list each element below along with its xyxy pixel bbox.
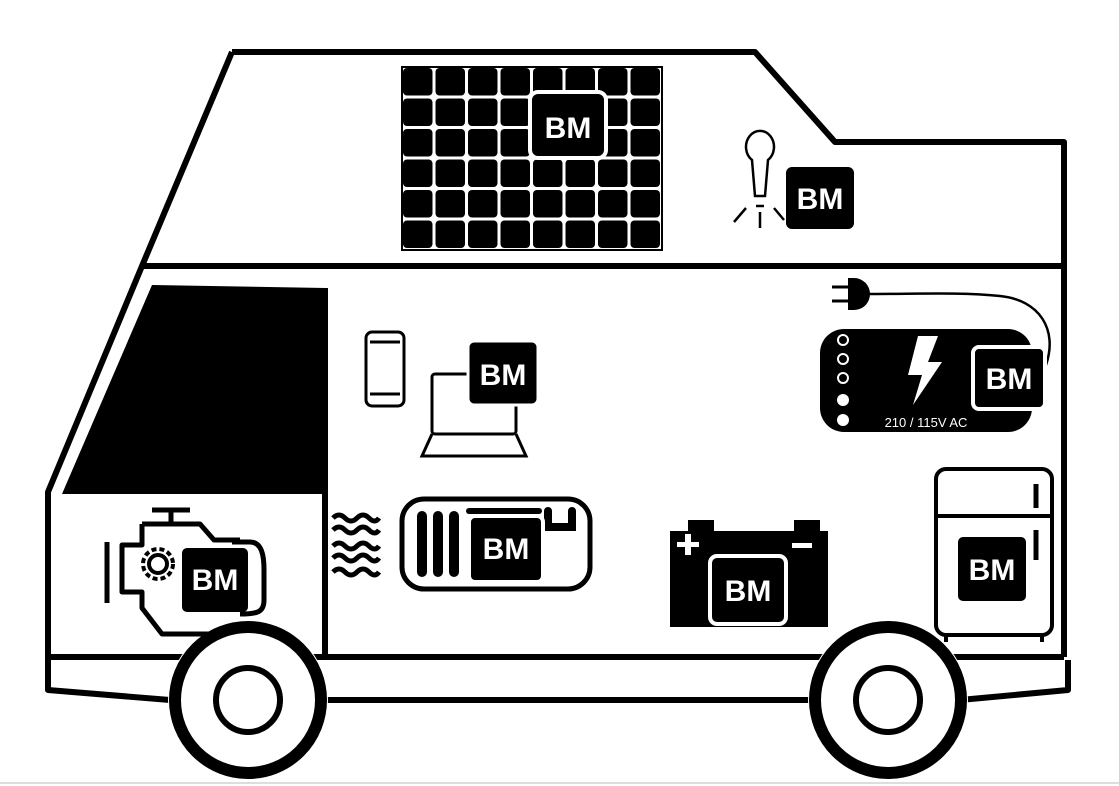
solar-cell <box>500 220 530 248</box>
solar-cell <box>533 190 563 218</box>
badge-label: BM <box>192 564 239 597</box>
solar-cell <box>598 159 628 187</box>
solar-cell <box>533 68 563 96</box>
badge-label: BM <box>725 575 772 608</box>
light-badge: BM <box>786 167 854 229</box>
charger-voltage-label: 210 / 115V AC <box>885 415 968 430</box>
solar-cell <box>533 220 563 248</box>
solar-cell <box>500 190 530 218</box>
solar-cell <box>468 159 498 187</box>
solar-cell <box>598 220 628 248</box>
front-wheel <box>168 620 328 780</box>
phone-icon <box>364 330 406 408</box>
solar-cell <box>435 220 465 248</box>
badge-label: BM <box>480 359 527 392</box>
badge-label: BM <box>969 554 1016 587</box>
engine-badge: BM <box>182 548 248 612</box>
heat-waves-icon <box>331 512 382 578</box>
light-bulb-icon <box>733 129 785 228</box>
solar-cell <box>403 129 433 157</box>
windshield <box>62 285 326 494</box>
solar-cell <box>403 220 433 248</box>
solar-cell <box>468 129 498 157</box>
solar-cell <box>435 68 465 96</box>
solar-cell <box>630 159 660 187</box>
badge-label: BM <box>483 533 530 566</box>
solar-cell <box>565 190 595 218</box>
solar-cell <box>468 98 498 126</box>
solar-cell <box>533 159 563 187</box>
battery-badge: BM <box>708 554 788 626</box>
engine-icon <box>104 507 267 637</box>
solar-cell <box>435 190 465 218</box>
solar-cell <box>630 68 660 96</box>
solar-cell <box>435 159 465 187</box>
solar-cell <box>565 159 595 187</box>
heater-badge: BM <box>467 514 545 584</box>
solar-cell <box>403 98 433 126</box>
solar-cell <box>500 68 530 96</box>
solar-cell <box>403 190 433 218</box>
solar-cell <box>565 220 595 248</box>
solar-cell <box>630 190 660 218</box>
solar-cell <box>403 68 433 96</box>
solar-cell <box>630 129 660 157</box>
solar-cell <box>435 129 465 157</box>
solar-cell <box>598 190 628 218</box>
solar-cell <box>468 220 498 248</box>
badge-label: BM <box>545 112 592 145</box>
solar-cell <box>500 98 530 126</box>
solar-cell <box>630 98 660 126</box>
solar-badge: BM <box>528 90 608 160</box>
badge-label: BM <box>797 183 844 216</box>
rear-wheel <box>808 620 968 780</box>
badge-label: BM <box>986 363 1033 396</box>
lightning-icon <box>908 336 942 405</box>
solar-cell <box>403 159 433 187</box>
solar-cell <box>598 68 628 96</box>
fridge-badge: BM <box>958 537 1026 601</box>
solar-cell <box>468 68 498 96</box>
solar-cell <box>435 98 465 126</box>
solar-cell <box>500 129 530 157</box>
heater-icon <box>399 496 593 592</box>
solar-cell <box>500 159 530 187</box>
solar-cell <box>468 190 498 218</box>
solar-cell <box>565 68 595 96</box>
plug-icon <box>832 278 1051 366</box>
solar-cell <box>630 220 660 248</box>
laptop-badge: BM <box>466 339 540 407</box>
charger-badge: BM <box>971 345 1047 411</box>
